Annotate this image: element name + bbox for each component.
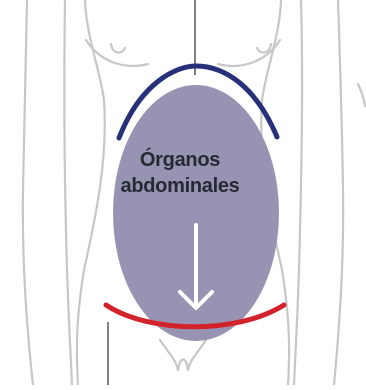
groin-left	[160, 340, 178, 370]
organs-label-line2: abdominales	[120, 173, 240, 199]
left-nipple	[111, 44, 125, 53]
organs-label: Órganos abdominales	[120, 147, 240, 199]
right-arm-inner	[294, 0, 302, 385]
left-arm-outer	[23, 0, 33, 385]
groin-right	[188, 340, 206, 370]
torso-left-side	[77, 0, 105, 385]
right-nipple	[257, 44, 271, 53]
groin-curve	[178, 360, 188, 371]
neighbour-figure-edge	[358, 84, 365, 106]
right-arm-outer	[334, 0, 343, 385]
left-arm-inner	[64, 0, 72, 385]
organs-label-line1: Órganos	[120, 147, 240, 173]
